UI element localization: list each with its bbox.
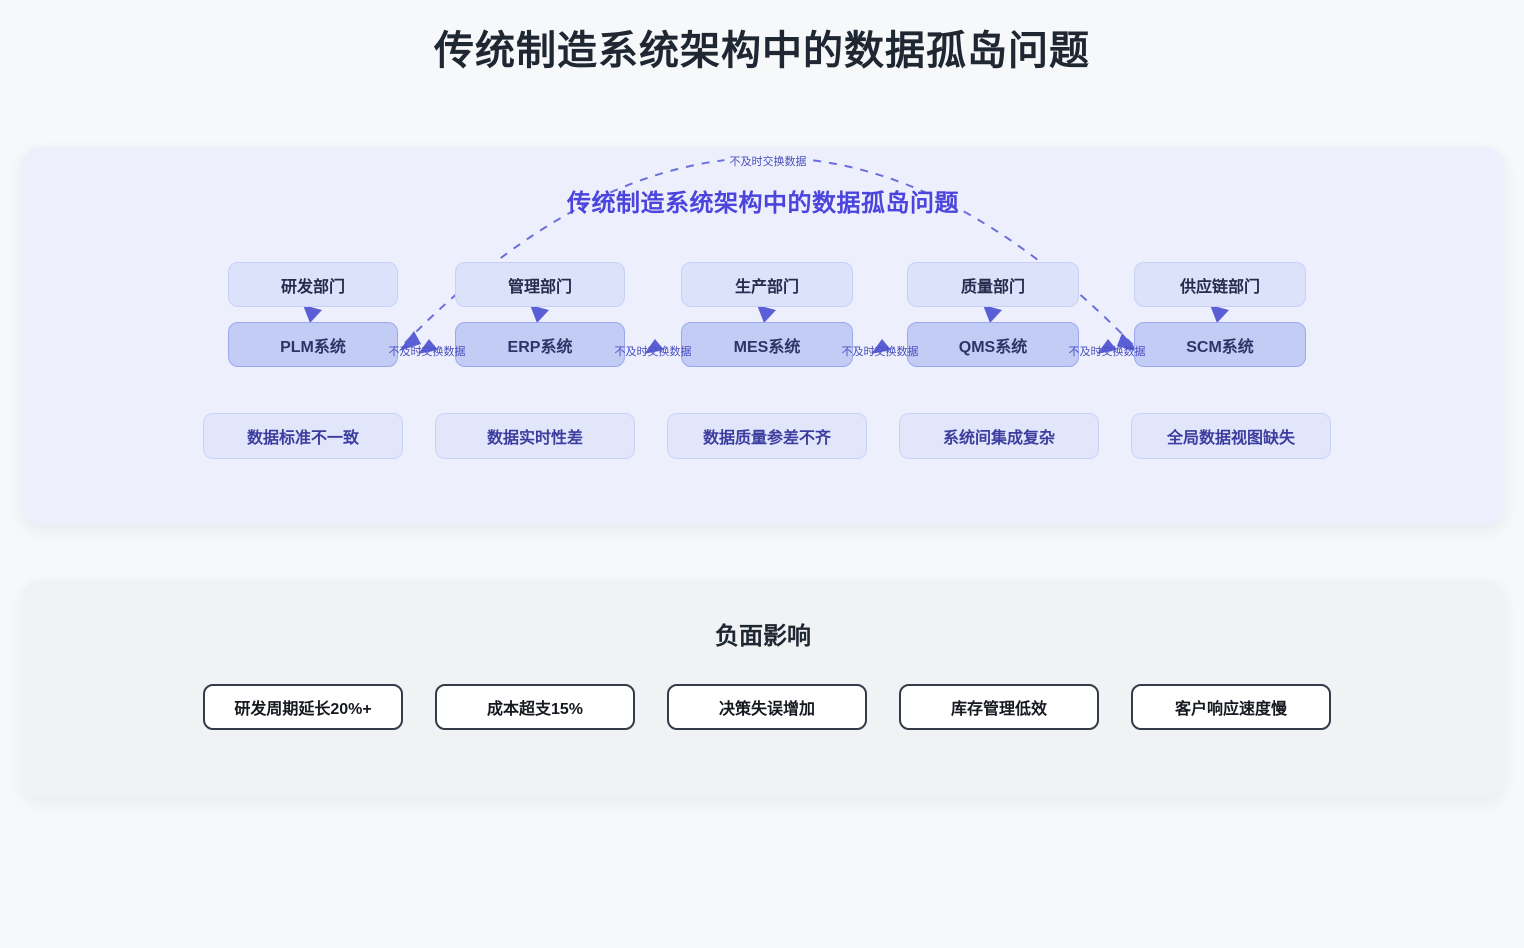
system-box-mes: MES系统 bbox=[681, 322, 853, 367]
problem-box-realtime: 数据实时性差 bbox=[435, 413, 635, 459]
impact-box-response: 客户响应速度慢 bbox=[1131, 684, 1331, 730]
department-box-rd: 研发部门 bbox=[228, 262, 398, 307]
problem-box-globalview: 全局数据视图缺失 bbox=[1131, 413, 1331, 459]
impact-box-rd-cycle: 研发周期延长20%+ bbox=[203, 684, 403, 730]
system-box-plm: PLM系统 bbox=[228, 322, 398, 367]
problem-box-standards: 数据标准不一致 bbox=[203, 413, 403, 459]
system-link-label: 不及时交换数据 bbox=[614, 346, 692, 358]
dept-to-system-arrow-icon bbox=[303, 305, 322, 323]
system-box-erp: ERP系统 bbox=[455, 322, 625, 367]
dept-to-system-arrow-icon bbox=[530, 305, 549, 323]
impact-box-decision: 决策失误增加 bbox=[667, 684, 867, 730]
problem-box-quality: 数据质量参差不齐 bbox=[667, 413, 867, 459]
diagram-title: 传统制造系统架构中的数据孤岛问题 bbox=[567, 190, 959, 217]
system-link-label: 不及时交换数据 bbox=[388, 346, 466, 358]
system-link-label: 不及时交换数据 bbox=[1068, 346, 1146, 358]
data-silo-diagram-panel: 不及时交换数据 传统制造系统架构中的数据孤岛问题 研发部门 管理部门 生产部门 … bbox=[22, 147, 1504, 524]
department-box-prod: 生产部门 bbox=[681, 262, 853, 307]
department-box-quality: 质量部门 bbox=[907, 262, 1079, 307]
department-box-mgmt: 管理部门 bbox=[455, 262, 625, 307]
system-link-label: 不及时交换数据 bbox=[841, 346, 919, 358]
impact-box-cost: 成本超支15% bbox=[435, 684, 635, 730]
system-box-scm: SCM系统 bbox=[1134, 322, 1306, 367]
negative-impact-panel: 负面影响 研发周期延长20%+ 成本超支15% 决策失误增加 库存管理低效 客户… bbox=[22, 580, 1504, 797]
department-box-supply: 供应链部门 bbox=[1134, 262, 1306, 307]
dept-to-system-arrow-icon bbox=[983, 305, 1002, 323]
impact-panel-title: 负面影响 bbox=[715, 623, 811, 650]
dept-to-system-arrow-icon bbox=[757, 305, 776, 323]
arc-exchange-label: 不及时交换数据 bbox=[724, 153, 812, 169]
dept-to-system-arrow-icon bbox=[1210, 305, 1229, 323]
problem-box-integration: 系统间集成复杂 bbox=[899, 413, 1099, 459]
impact-box-inventory: 库存管理低效 bbox=[899, 684, 1099, 730]
page-title: 传统制造系统架构中的数据孤岛问题 bbox=[434, 29, 1090, 73]
system-box-qms: QMS系统 bbox=[907, 322, 1079, 367]
